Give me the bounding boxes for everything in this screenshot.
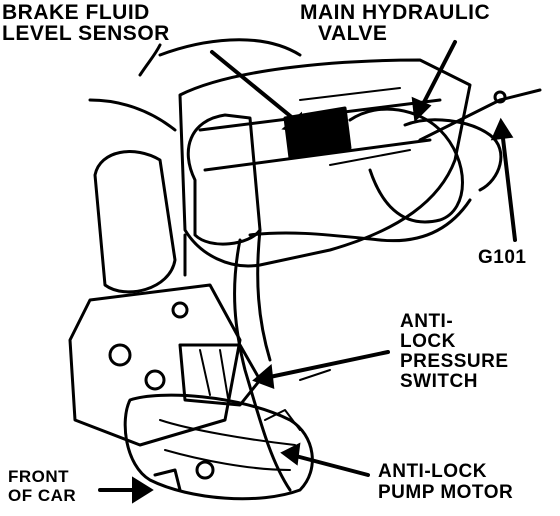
pressure-switch-body bbox=[178, 343, 262, 407]
fluid-level-sensor bbox=[283, 106, 352, 160]
valve-harness bbox=[348, 107, 464, 224]
g101-label: G101 bbox=[478, 247, 527, 268]
accumulator bbox=[93, 150, 177, 294]
pump-motor-body bbox=[123, 393, 314, 501]
front-of-car-label: FRONT OF CAR bbox=[8, 467, 77, 505]
arrow-main-hydraulic-valve bbox=[418, 40, 457, 112]
modulator-block bbox=[68, 283, 242, 447]
fluid-reservoir bbox=[186, 113, 262, 246]
arrow-brake-fluid-sensor bbox=[210, 50, 302, 126]
anti-lock-pump-motor-label: ANTI-LOCK PUMP MOTOR bbox=[378, 461, 514, 503]
arrow-g101 bbox=[500, 128, 517, 242]
brake-fluid-level-sensor-label: BRAKE FLUID LEVEL SENSOR bbox=[2, 1, 170, 45]
main-hydraulic-valve-label: MAIN HYDRAULIC VALVE bbox=[300, 1, 491, 45]
master-cylinder-body bbox=[178, 58, 472, 268]
arrow-pressure-switch bbox=[263, 350, 390, 380]
main-wire-harness bbox=[248, 198, 472, 243]
anti-lock-pressure-switch-label: ANTI- LOCK PRESSURE SWITCH bbox=[400, 311, 509, 392]
arrow-pump-motor bbox=[290, 453, 370, 477]
